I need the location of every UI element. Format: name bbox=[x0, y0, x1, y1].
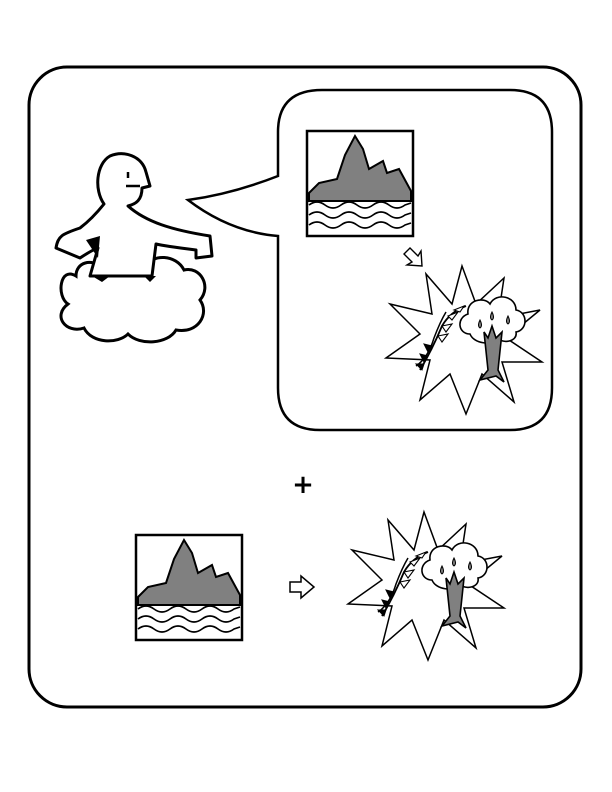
bottom-wheat-and-tree-burst-icon bbox=[347, 511, 505, 661]
outer-frame bbox=[27, 65, 583, 709]
bottom-mountain-sea-picture-icon bbox=[134, 533, 244, 642]
person-figure bbox=[54, 152, 214, 278]
plus-operator: + bbox=[292, 470, 314, 500]
thought-mountain-sea-picture-icon bbox=[305, 129, 415, 238]
arrow-right-icon bbox=[289, 574, 316, 600]
person-on-cloud-icon bbox=[54, 152, 214, 344]
arrow-down-right-icon bbox=[403, 247, 423, 267]
